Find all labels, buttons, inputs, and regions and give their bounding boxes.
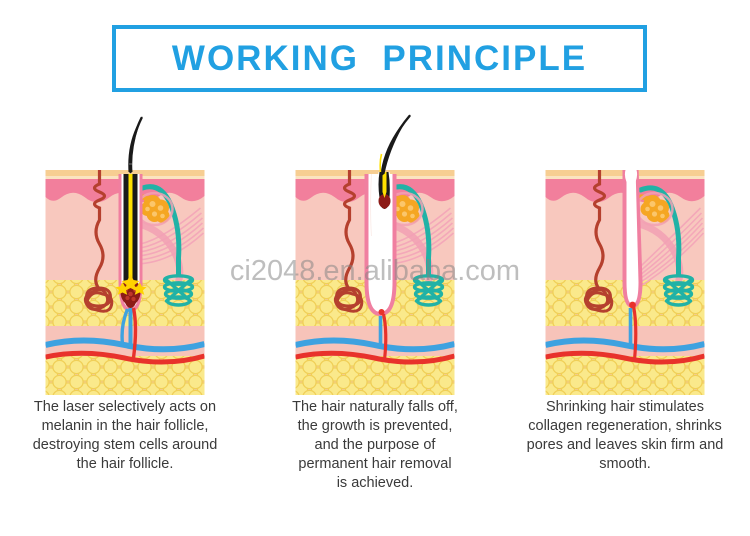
caption-2: The hair naturally falls off, the growth… — [292, 399, 458, 491]
skin-cross-section-laser-absorption-icon — [43, 112, 208, 397]
panel-3 — [500, 112, 750, 402]
panel-2 — [250, 112, 500, 402]
skin-cross-section-follicle-shrunk-icon — [543, 112, 708, 397]
caption-3: Shrinking hair stimulates collagen regen… — [526, 399, 724, 472]
caption-1: The laser selectively acts on melanin in… — [32, 399, 218, 472]
caption-row: The laser selectively acts on melanin in… — [0, 398, 750, 493]
panel-1 — [0, 112, 250, 402]
page-title: WORKING PRINCIPLE — [171, 38, 588, 78]
skin-cross-section-hair-falling-off-icon — [293, 112, 458, 397]
title-box: WORKING PRINCIPLE — [112, 25, 647, 92]
panel-row — [0, 112, 750, 402]
